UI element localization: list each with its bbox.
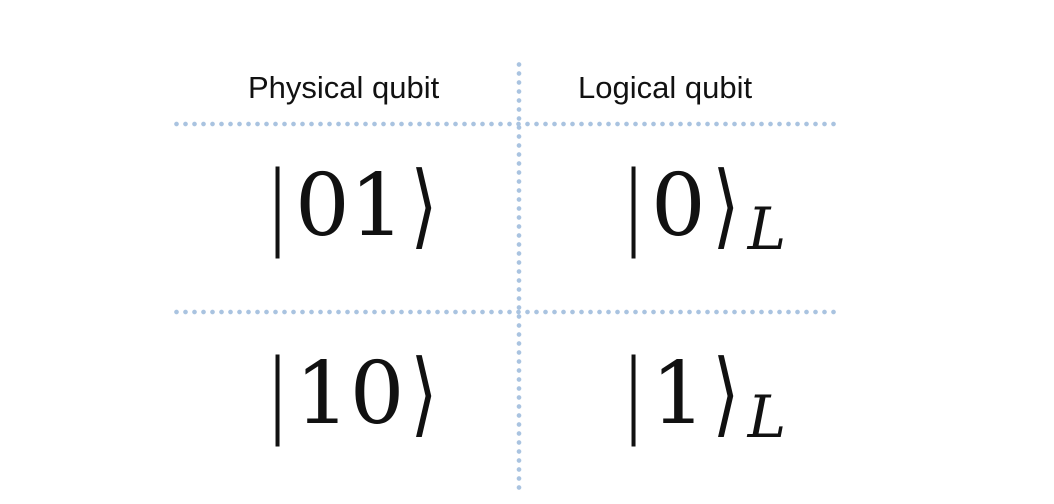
logical-qubit-header: Logical qubit <box>578 70 753 105</box>
ket-bar: | <box>624 152 643 259</box>
logical-ket-row-1: | 1 ⟩ L <box>618 340 786 447</box>
ket-bar: | <box>624 340 643 447</box>
ket-angle: ⟩ <box>712 152 740 259</box>
physical-qubit-header: Physical qubit <box>248 70 440 105</box>
ket-content: 0 <box>651 156 706 256</box>
ket-bar: | <box>268 152 287 259</box>
ket-content: 10 <box>295 344 405 444</box>
ket-content: 1 <box>651 344 706 444</box>
row-divider <box>172 309 838 315</box>
header-divider <box>172 121 838 127</box>
ket-subscript: L <box>747 383 787 451</box>
physical-ket-row-0: | 01 ⟩ <box>262 160 442 252</box>
ket-content: 01 <box>295 156 405 256</box>
ket-bar: | <box>268 340 287 447</box>
logical-ket-row-0: | 0 ⟩ L <box>618 152 786 259</box>
ket-angle: ⟩ <box>410 340 438 447</box>
ket-subscript: L <box>747 195 787 263</box>
ket-angle: ⟩ <box>712 340 740 447</box>
physical-ket-row-1: | 10 ⟩ <box>262 348 442 440</box>
vertical-divider <box>516 60 522 490</box>
ket-angle: ⟩ <box>410 152 438 259</box>
